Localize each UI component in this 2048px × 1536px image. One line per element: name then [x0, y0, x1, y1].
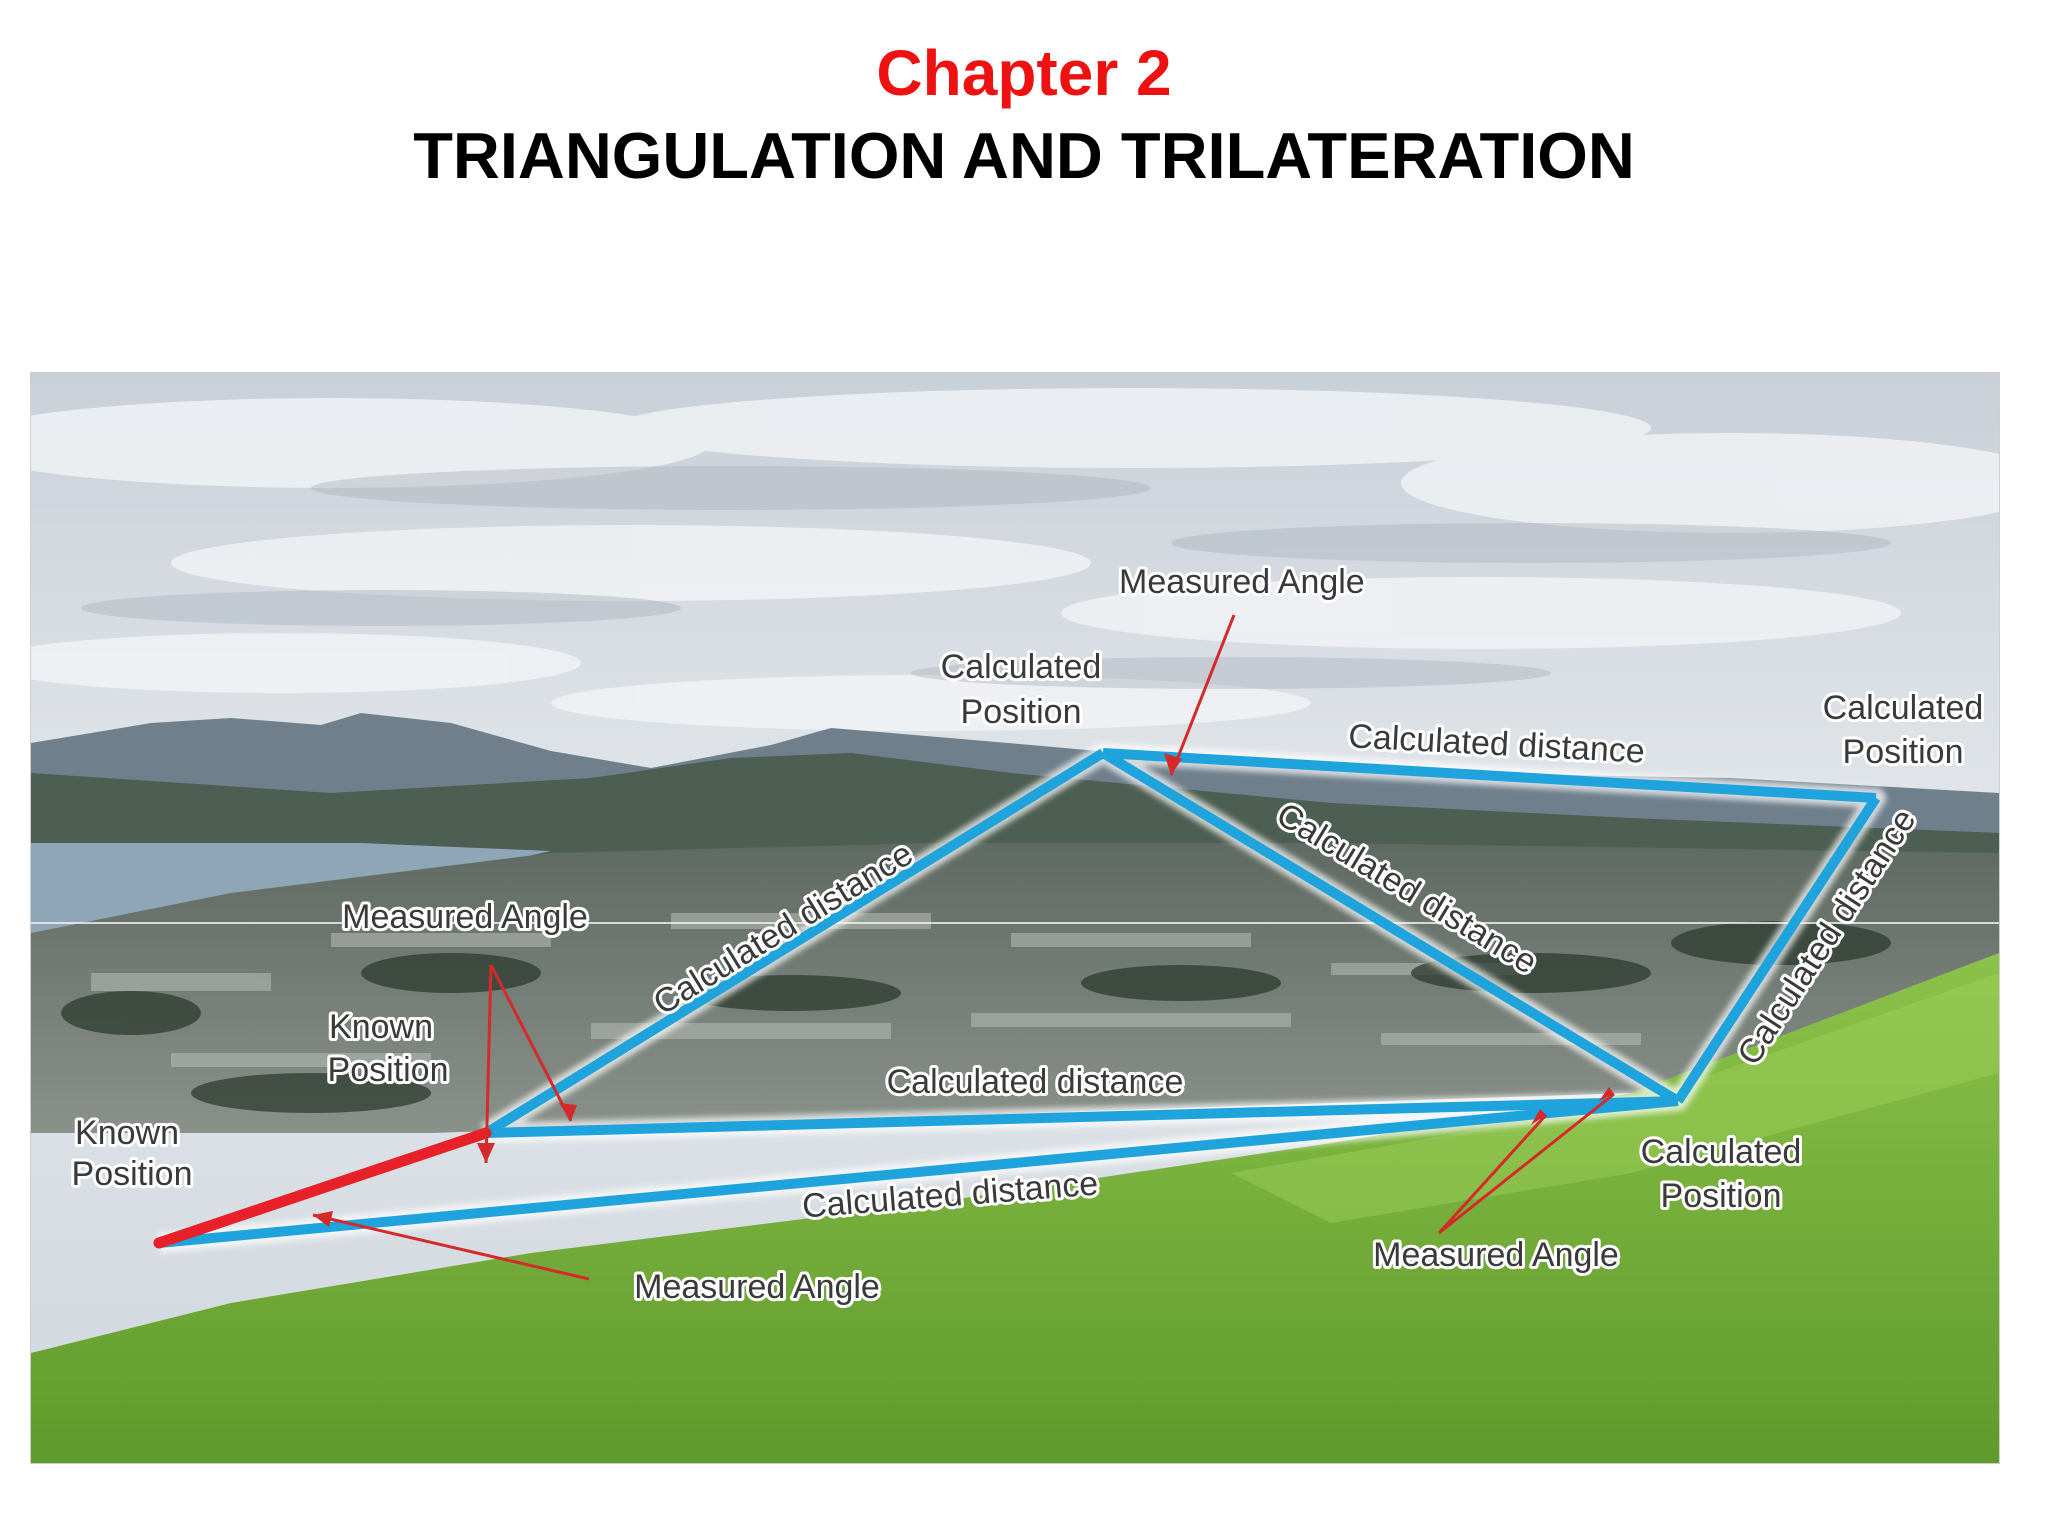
line-far-to-bottomright [158, 1096, 1679, 1248]
label-calc-position-top-2: Position [961, 693, 1082, 731]
arrow-heads [313, 753, 1614, 1227]
label-measured-angle-bottom-right: Measured Angle [1373, 1236, 1619, 1274]
line-known-to-bottomright [485, 1096, 1679, 1138]
label-calc-position-right-2: Position [1843, 733, 1964, 771]
label-known-position-mid-2: Position [328, 1051, 449, 1089]
label-calc-distance-middle: Calculated distance [887, 1063, 1184, 1101]
line-top-to-right [1102, 748, 1877, 803]
grass-highlight [1231, 973, 1999, 1223]
chapter-title: TRIANGULATION AND TRILATERATION [413, 119, 1635, 192]
label-known-position-far-1: Known [75, 1114, 179, 1152]
label-known-position-far-2: Position [72, 1155, 193, 1193]
label-calc-position-bottom-2: Position [1661, 1177, 1782, 1215]
line-top-to-bottomright [1100, 748, 1681, 1106]
line-known-to-top [483, 748, 1106, 1138]
label-calc-position-right-1: Calculated [1823, 689, 1984, 727]
grass-hillside [31, 953, 1999, 1463]
line-right-to-bottomright [1673, 795, 1881, 1104]
chapter-heading: Chapter 2 [876, 37, 1172, 109]
label-measured-angle-bottom: Measured Angle [634, 1268, 880, 1306]
survey-network [158, 748, 1881, 1248]
label-measured-angle-left: Measured Angle [342, 898, 588, 936]
town [31, 843, 1999, 1133]
angle-arrows [312, 614, 1615, 1281]
label-measured-angle-top: Measured Angle [1119, 563, 1365, 601]
triangulation-figure: Measured Angle Calculated Position Calcu… [30, 372, 2000, 1464]
label-known-position-mid-1: Known [329, 1008, 433, 1046]
label-calc-position-bottom-1: Calculated [1641, 1133, 1802, 1171]
cloud-shadows [81, 466, 1891, 689]
clouds [31, 388, 1999, 731]
label-calc-position-top-1: Calculated [941, 648, 1102, 686]
baseline [153, 1127, 492, 1249]
